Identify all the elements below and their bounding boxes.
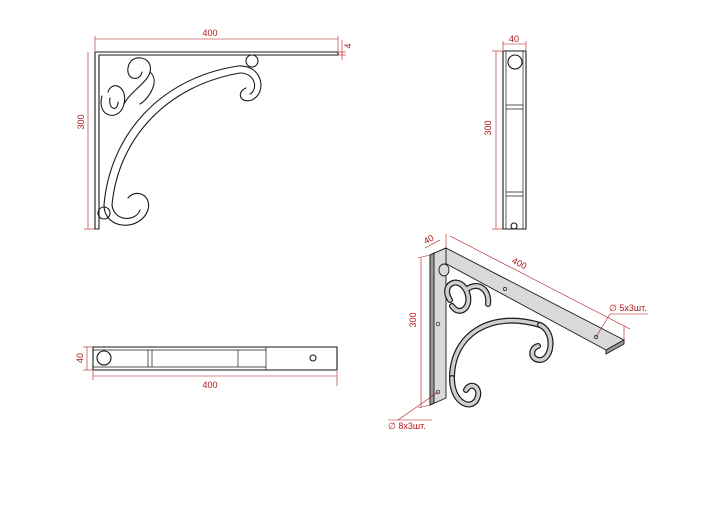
iso-curl-right-highlight — [530, 323, 553, 362]
side-height-label: 300 — [483, 120, 493, 135]
side-outline — [502, 50, 527, 230]
iso-height-ext-top — [417, 254, 431, 259]
front-bottom-knob — [97, 206, 111, 220]
iso-vertical-bar-edge — [429, 252, 435, 406]
side-knob — [507, 54, 523, 70]
front-main-arc-inner — [111, 72, 241, 206]
iso-height-ext-bottom — [417, 404, 431, 409]
top-height-label: 40 — [75, 353, 85, 363]
front-curl-bottom-inner — [111, 204, 141, 219]
iso-view: 40 400 300 ∅ 5х3шт. ∅ 8х3шт. — [388, 233, 648, 431]
front-curl-bottom — [103, 192, 150, 226]
top-knob — [96, 350, 112, 366]
iso-hole-top-leader — [595, 313, 611, 338]
front-width-label: 400 — [202, 28, 217, 38]
iso-depth-label: 40 — [422, 233, 436, 247]
iso-hole-top-2 — [594, 335, 598, 339]
front-upper-s-scroll — [100, 57, 151, 116]
side-width-label: 40 — [509, 34, 519, 44]
iso-hole-side-2 — [435, 389, 441, 395]
front-curl-top-right-inner — [239, 72, 256, 95]
iso-hole-side-1 — [435, 321, 441, 327]
iso-hole-top-note: ∅ 5х3шт. — [609, 303, 647, 313]
front-thickness-label: 4 — [343, 43, 353, 48]
iso-hole-side-leader — [397, 391, 439, 421]
front-main-arc-outer — [103, 65, 239, 206]
front-top-knob — [245, 54, 259, 68]
iso-main-arc-highlight — [450, 318, 542, 380]
iso-top-bar-edge — [605, 339, 625, 355]
iso-hole-side-note: ∅ 8х3шт. — [388, 421, 426, 431]
top-outline — [92, 346, 338, 371]
front-height-label: 300 — [76, 114, 86, 129]
front-upper-s-inner — [109, 71, 155, 109]
iso-length-dimline — [449, 235, 631, 330]
iso-curl-upper-highlight — [445, 280, 490, 313]
side-bottom-hole — [510, 222, 518, 230]
front-view: 400 4 300 — [76, 28, 353, 230]
side-view: 40 300 — [483, 34, 527, 230]
iso-hole-top-1 — [503, 287, 507, 291]
iso-knob-top — [438, 263, 450, 277]
iso-curl-bottom-highlight — [450, 376, 481, 407]
top-hole — [309, 354, 317, 362]
iso-depth-dimline — [424, 239, 441, 249]
top-view: 40 400 — [75, 346, 338, 390]
top-width-label: 400 — [202, 380, 217, 390]
front-curl-top-right — [237, 65, 262, 102]
iso-main-arc — [449, 317, 543, 381]
iso-height-label: 300 — [408, 312, 418, 327]
